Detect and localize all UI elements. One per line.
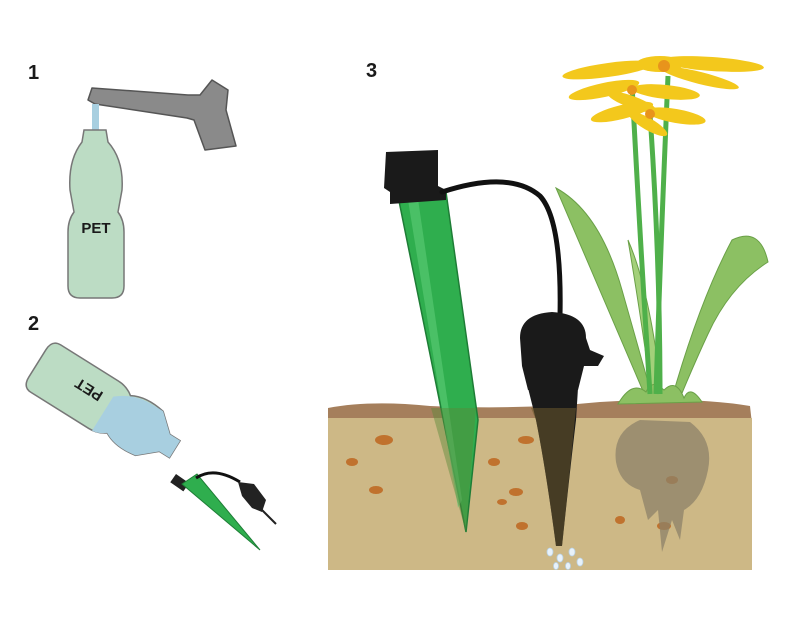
step-1-illustration: PET	[67, 79, 237, 299]
drip-tip-small	[261, 509, 277, 525]
water-stream	[92, 104, 99, 132]
spike-cap-small	[170, 474, 190, 492]
step-3-number: 3	[366, 60, 378, 82]
connector-tube	[439, 179, 563, 319]
step-3-illustration	[328, 56, 769, 570]
drip-valve-small	[238, 482, 266, 512]
pet-bottle-upright	[67, 129, 125, 299]
step-1-number: 1	[28, 62, 40, 84]
tube-small	[195, 471, 241, 484]
spike-large-highlight	[408, 199, 462, 508]
flower-lower	[590, 101, 706, 137]
plant-base	[617, 384, 703, 405]
step-2-illustration: PET	[25, 342, 277, 551]
faucet	[87, 79, 237, 151]
flower-stems	[629, 75, 671, 395]
bottle-label-1: PET	[81, 220, 110, 237]
water-drops	[546, 547, 584, 570]
spike-cap	[384, 150, 446, 204]
plant-roots	[615, 420, 710, 552]
spike-small	[181, 473, 261, 551]
drip-valve	[520, 312, 604, 390]
drip-valve-stem-buried	[531, 408, 576, 546]
step-2-number: 2	[28, 313, 40, 335]
bottle-water	[92, 395, 181, 458]
spike-large-buried	[431, 408, 476, 532]
flower-top	[562, 56, 764, 90]
